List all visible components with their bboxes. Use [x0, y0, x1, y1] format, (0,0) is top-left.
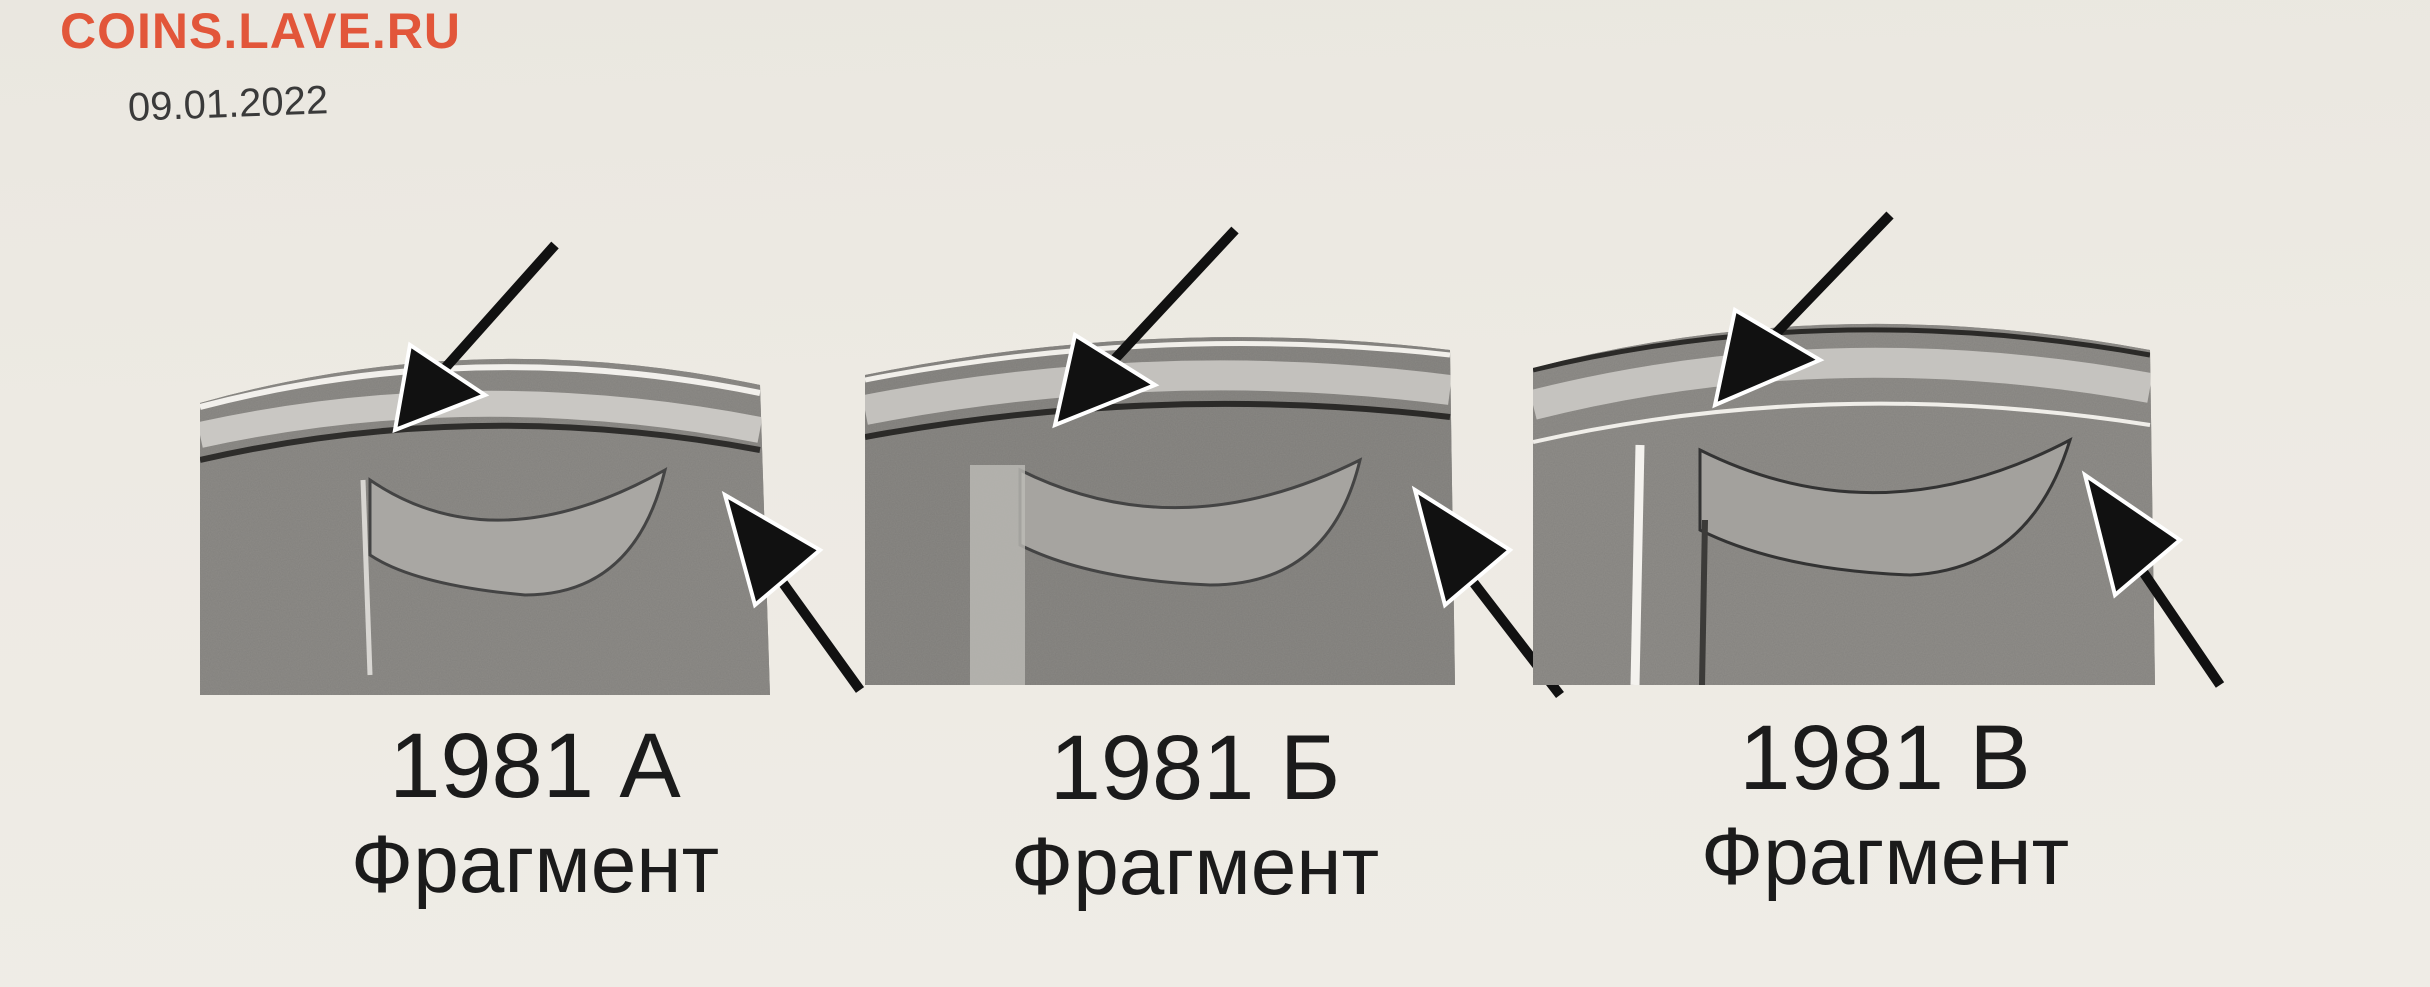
- fragment-caption-a: 1981 А Фрагмент: [275, 720, 795, 906]
- coin-fragment-a-svg: [200, 241, 865, 696]
- arrow-icon: [1712, 211, 1894, 409]
- coin-fragment-c-svg: [1533, 211, 2225, 688]
- variant-label: 1981 Б: [1049, 717, 1341, 819]
- arrow-icon: [721, 490, 865, 693]
- arrow-icon: [392, 241, 559, 434]
- coin-fragment-image-b: [860, 225, 1580, 700]
- site-watermark: COINS.LAVE.RU: [60, 3, 461, 59]
- variant-label: 1981 А: [389, 715, 681, 817]
- arrow-icon: [2081, 470, 2225, 688]
- coin-fragment-b-svg: [865, 226, 1564, 699]
- fragment-caption-c: 1981 В Фрагмент: [1605, 712, 2165, 898]
- coin-fragment-image-c: [1530, 210, 2230, 690]
- arrow-icon: [1052, 226, 1239, 429]
- fragment-caption-b: 1981 Б Фрагмент: [915, 722, 1475, 908]
- variant-label: 1981 В: [1739, 707, 2031, 809]
- coin-fragment-image-a: [195, 235, 875, 700]
- fragment-label: Фрагмент: [1010, 821, 1380, 912]
- fragment-label: Фрагмент: [350, 819, 720, 910]
- fragment-label: Фрагмент: [1700, 811, 2070, 902]
- date-stamp: 09.01.2022: [127, 78, 329, 130]
